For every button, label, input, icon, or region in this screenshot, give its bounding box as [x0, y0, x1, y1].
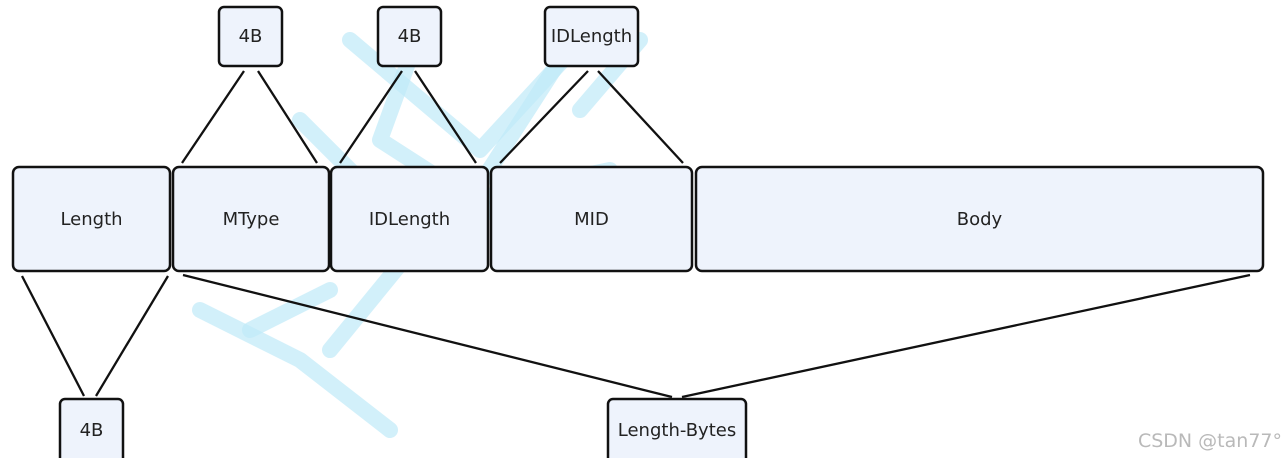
credit-watermark: CSDN @tan77°: [1137, 430, 1282, 452]
watermark-stroke: [242, 282, 338, 338]
connector-line: [181, 70, 245, 164]
field-box-frame: [694, 165, 1265, 273]
size-box-length: 4B: [58, 397, 125, 458]
field-box-frame: [11, 165, 172, 273]
field-length: Length: [11, 165, 172, 273]
connector-line: [339, 70, 403, 164]
connectors: [20, 70, 1251, 399]
size-box-mtype: 4B: [217, 5, 284, 68]
field-box-frame: [489, 165, 694, 273]
field-mid: MID: [489, 165, 694, 273]
size-label: 4B: [239, 26, 263, 47]
size-box-frame: [606, 397, 748, 458]
connector-line: [414, 70, 477, 164]
size-label: 4B: [398, 26, 422, 47]
size-box-idlength: 4B: [376, 5, 443, 68]
connector-line: [499, 70, 589, 164]
field-body: Body: [694, 165, 1265, 273]
field-idlength: IDLength: [329, 165, 490, 273]
watermark-stroke: [192, 302, 398, 438]
field-mtype: MType: [171, 165, 331, 273]
field-label: Body: [957, 209, 1003, 230]
field-label: MID: [574, 209, 609, 230]
field-label: IDLength: [369, 209, 450, 230]
size-label: IDLength: [551, 26, 632, 47]
size-label: Length-Bytes: [618, 420, 736, 441]
field-label: MType: [223, 209, 280, 230]
size-box-frame: [217, 5, 284, 68]
connector-line: [257, 70, 318, 164]
connector-line: [681, 273, 1251, 399]
field-box-frame: [329, 165, 490, 273]
field-label: Length: [60, 209, 122, 230]
size-box-payload: Length-Bytes: [606, 397, 748, 458]
connector-line: [597, 70, 684, 164]
connector-line: [95, 275, 169, 397]
size-box-frame: [543, 5, 640, 68]
size-label: 4B: [80, 420, 104, 441]
field-box-frame: [171, 165, 331, 273]
connector-line: [182, 273, 673, 399]
size-box-frame: [376, 5, 443, 68]
connector-line: [20, 275, 86, 397]
size-box-mid: IDLength: [543, 5, 640, 68]
size-box-frame: [58, 397, 125, 458]
